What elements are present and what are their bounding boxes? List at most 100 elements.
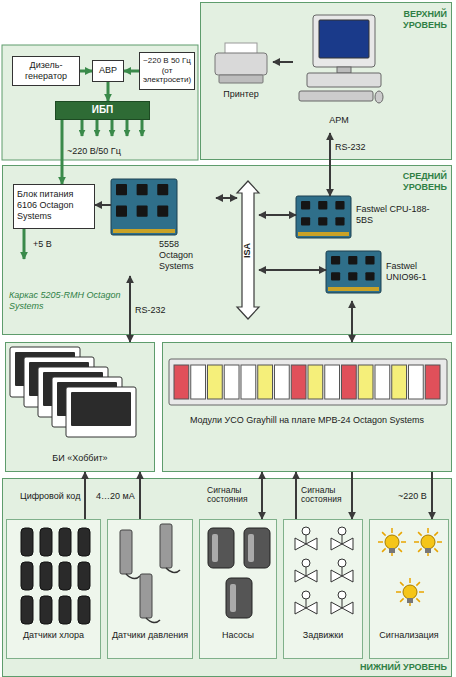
io-module [425,365,440,399]
light-ray [434,532,438,536]
chip [331,272,340,280]
valve-stem [342,598,343,608]
pressure-sensor [140,574,152,618]
light-ray [427,528,429,533]
light-ray [382,532,386,536]
chip [137,206,148,217]
valve-stem [306,598,307,608]
lamp-bulb [421,535,435,549]
valve-body [331,538,353,550]
node-label: Дизель-генератор [15,60,77,82]
light-ray [434,548,438,552]
printer-body [215,53,267,75]
voltage-label: +5 В [32,239,53,249]
light-ray [414,541,419,543]
valve-body [331,602,353,614]
chlorine-sensor [78,596,90,624]
level-title: ИБП [56,104,149,116]
power-wire [111,119,114,136]
node-label: АРМ [293,115,385,126]
node-label: ~220 В 50 Гц (от электросети) [141,56,193,85]
process-box: Дизель-генератор [12,56,80,86]
indicator-screen [71,392,131,426]
equipment-group: Насосы [199,519,277,659]
chlorine-sensor [40,528,52,556]
light-ray [409,601,411,606]
chip [301,217,310,225]
pressure-sensor [160,524,172,568]
device-node: АРМ [293,15,385,133]
indicator-screen [15,352,75,386]
node-label: Датчики хлора [7,630,100,641]
data-link [351,301,353,342]
edge-label: Сигналы состояния [300,486,350,506]
node-label: 5558 Octagon Systems [159,239,215,271]
power-panel [2,45,198,160]
node-label: Датчики давления [108,630,192,641]
pump-body [244,528,270,568]
node-label: Насосы [200,630,276,641]
edge-connector [298,232,349,236]
valve-wheel [302,591,310,599]
power-line [61,120,64,184]
device-node: Fastwel UNIO96-1 [326,251,449,301]
data-link [273,61,293,63]
process-box: ~220 В 50 Гц (от электросети) [139,52,195,90]
edge-label: Цифровой код [19,491,81,501]
chip [116,184,127,195]
io-module [208,365,223,399]
monitor-stand [337,67,351,73]
chlorine-sensor [59,596,71,624]
chip [335,201,344,209]
monitor-screen [319,20,369,58]
indicator-unit [52,377,122,427]
node-label: Блок питания 6106 Octagon Systems [17,189,91,221]
level-panel: Датчики хлораДатчики давленияНасосыЗадви… [2,478,452,677]
light-ray [378,541,383,543]
indicator-unit [24,357,94,407]
level-title: ВЕРХНИЙ УРОВЕНЬ [387,9,447,31]
pump-shine [248,534,254,562]
process-box: АВР [92,60,124,82]
lamp-bulb [385,535,399,549]
io-module [358,365,373,399]
node-label: Принтер [209,89,273,100]
valve-wheel [302,527,310,535]
level-title: СРЕДНИЙ УРОВЕНЬ [389,171,447,193]
io-module [224,365,239,399]
data-link [259,214,296,216]
data-link [295,472,297,519]
chlorine-sensor [59,562,71,590]
edge-label: RS-232 [134,305,167,315]
data-link [216,197,237,199]
valve-wheel [338,559,346,567]
sensor-cable [146,618,160,623]
light-ray [391,528,393,533]
node-label: Модули УСО Grayhill на плате MPB-24 Octa… [173,415,441,426]
edge-label: Сигналы состояния [206,486,258,506]
light-ray [391,551,393,556]
node-label: БИ «Хоббит» [6,453,154,464]
io-module [241,365,256,399]
data-link [259,269,326,271]
pressure-sensor [120,530,132,574]
circuit-board [326,251,381,293]
io-module [174,365,189,399]
io-module [308,365,323,399]
valve-stem [342,534,343,544]
valve-wheel [338,591,346,599]
lamp-base [389,548,395,553]
chlorine-sensor [21,528,33,556]
monitor-frame [313,15,375,67]
light-ray [427,551,429,556]
indicator-unit [38,367,108,417]
data-link [431,472,433,519]
chip [157,184,168,195]
chip [331,256,340,264]
equipment-group: Датчики хлора [6,519,101,659]
sensor-cable [166,568,180,573]
process-box: ИБП [55,101,150,120]
light-ray [416,582,420,586]
chlorine-sensor [40,562,52,590]
power-line [124,70,139,73]
